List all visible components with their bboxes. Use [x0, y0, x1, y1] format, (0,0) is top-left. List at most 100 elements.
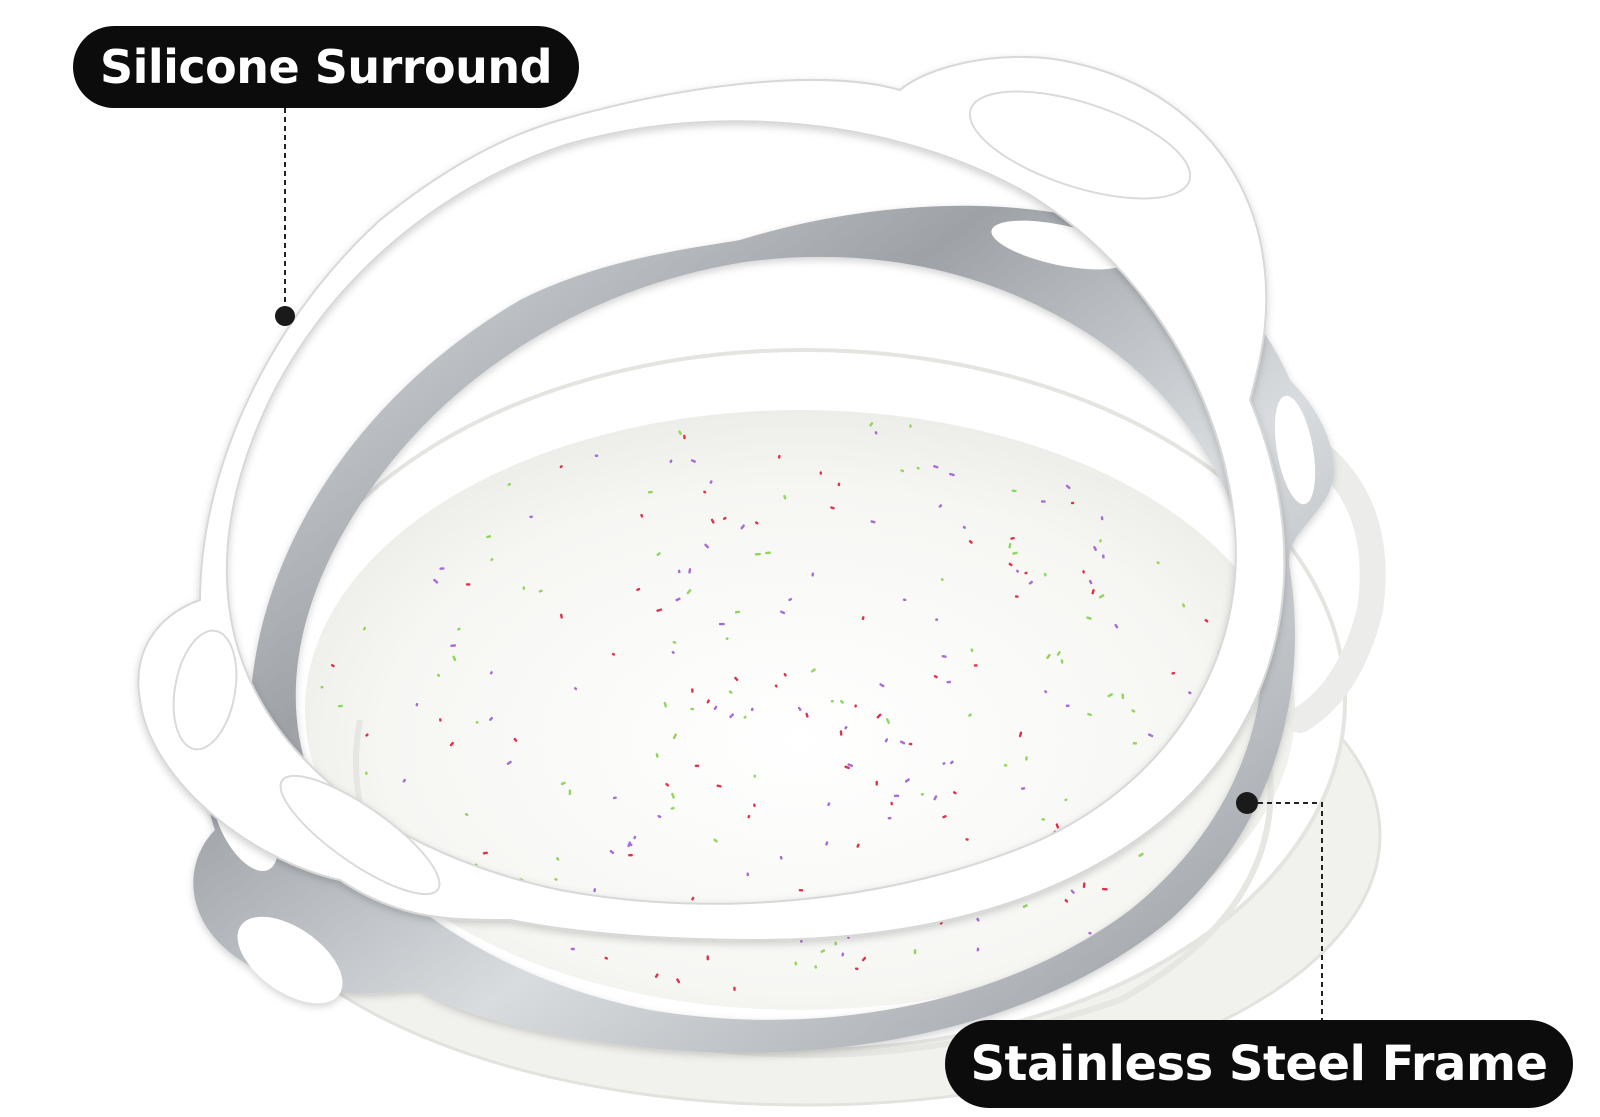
speckle	[627, 841, 632, 848]
speckle	[933, 465, 939, 469]
speckle	[640, 513, 644, 518]
speckle	[970, 648, 974, 653]
speckle	[452, 655, 457, 662]
speckle	[507, 482, 511, 486]
speckle	[839, 730, 843, 736]
speckle	[854, 967, 859, 971]
speckle	[1064, 898, 1069, 903]
speckle	[694, 764, 700, 767]
speckle	[783, 494, 787, 500]
speckle	[827, 802, 831, 807]
speckle	[677, 569, 681, 574]
speckle	[490, 557, 494, 562]
speckle	[840, 699, 844, 704]
speckle	[672, 640, 677, 644]
speckle	[522, 586, 526, 590]
speckle	[1070, 889, 1075, 894]
speckle	[854, 704, 857, 708]
speckle	[686, 588, 692, 595]
speckle	[1121, 693, 1125, 700]
speckle	[1028, 580, 1033, 585]
speckle	[464, 812, 469, 817]
speckle	[554, 877, 558, 881]
speckle	[976, 947, 980, 952]
speckle	[909, 424, 912, 428]
speckle	[475, 721, 479, 724]
speckle	[1070, 501, 1075, 505]
speckle	[879, 683, 885, 688]
speckle	[825, 841, 829, 846]
speckle	[513, 737, 518, 742]
speckle	[671, 650, 675, 655]
speckle	[1008, 543, 1012, 549]
speckle	[902, 598, 907, 602]
speckle	[968, 713, 972, 717]
speckle	[746, 872, 749, 877]
speckle	[830, 506, 835, 510]
speckle	[900, 469, 905, 473]
speckle	[672, 733, 677, 740]
speckle	[449, 741, 454, 747]
speckle	[942, 762, 946, 765]
speckle	[402, 778, 407, 783]
silicone-surround-leader	[275, 108, 295, 326]
speckle	[962, 525, 967, 529]
speckle	[1147, 733, 1154, 738]
speckle	[1091, 588, 1095, 595]
speckle	[573, 687, 578, 691]
speckle	[1046, 653, 1051, 660]
speckle	[1088, 579, 1093, 585]
speckle	[570, 947, 575, 951]
speckle	[1056, 651, 1061, 656]
speckle	[913, 949, 917, 955]
speckle	[716, 784, 722, 788]
speckle	[754, 552, 761, 556]
speckle	[820, 949, 826, 954]
speckle	[904, 778, 910, 783]
speckle	[861, 616, 865, 621]
speckle	[709, 480, 713, 484]
speckle	[941, 654, 947, 658]
speckle	[920, 792, 925, 796]
speckle	[657, 814, 662, 819]
speckle	[365, 771, 368, 775]
speckle	[636, 587, 641, 592]
speckle	[457, 627, 461, 631]
speckle	[814, 965, 818, 969]
speckle	[675, 597, 681, 602]
speckle	[1086, 616, 1092, 620]
speckle	[973, 664, 978, 667]
speckle	[950, 760, 954, 765]
speckle	[690, 459, 696, 463]
speckle	[439, 567, 445, 570]
speckle	[729, 713, 735, 719]
speckle	[861, 956, 867, 962]
speckle	[834, 941, 837, 946]
speckle	[797, 706, 802, 712]
speckle	[1003, 764, 1008, 767]
speckle	[1041, 818, 1046, 821]
speckle	[884, 738, 889, 743]
speckle	[933, 795, 938, 801]
speckle	[654, 973, 659, 978]
speckle	[703, 490, 707, 494]
speckle	[1018, 731, 1023, 738]
speckle	[670, 806, 675, 810]
speckle	[489, 716, 493, 721]
speckle	[1156, 561, 1160, 565]
speckle	[450, 644, 457, 648]
speckle	[811, 572, 815, 577]
speckle	[320, 685, 324, 689]
speckle	[1008, 562, 1013, 567]
speckle	[946, 680, 952, 684]
speckle	[1181, 603, 1186, 608]
speckle	[439, 718, 442, 722]
speckle	[1204, 618, 1209, 623]
speckle	[874, 431, 878, 435]
speckle	[1132, 742, 1138, 745]
speckle	[655, 753, 659, 758]
speckle	[765, 551, 771, 555]
speckle	[940, 578, 944, 581]
speckle	[876, 713, 882, 719]
